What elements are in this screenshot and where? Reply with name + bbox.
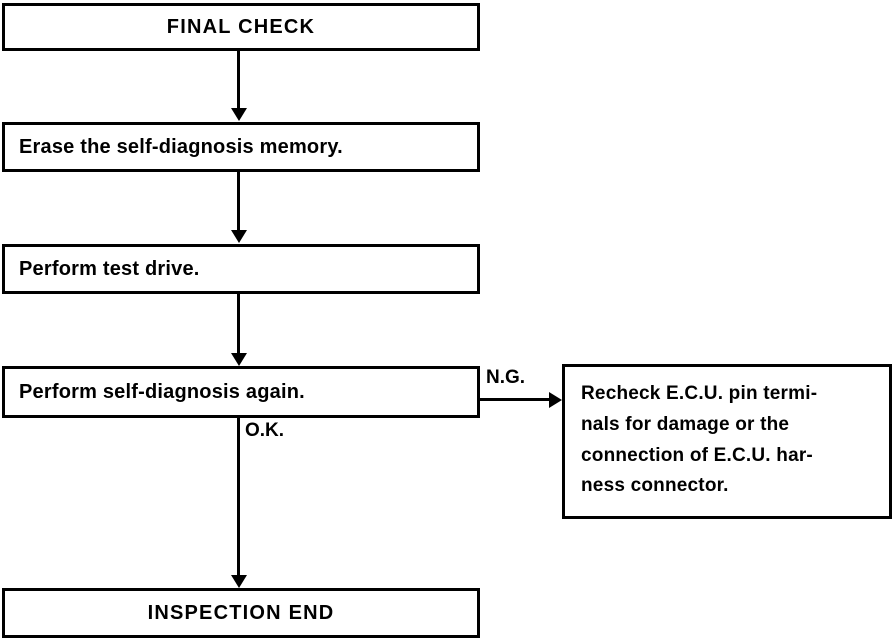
arrow-down-icon [231, 353, 247, 366]
connector-self-diagnosis-to-recheck-ecu [478, 398, 552, 401]
node-erase-memory-label: Erase the self-diagnosis memory. [19, 135, 343, 158]
edge-label-ng: N.G. [486, 367, 526, 388]
node-final-check-label: FINAL CHECK [166, 15, 316, 38]
node-recheck-ecu[interactable]: Recheck E.C.U. pin termi- nals for damag… [562, 364, 892, 519]
node-self-diagnosis-label: Perform self-diagnosis again. [19, 380, 305, 403]
connector-final-check-to-erase-memory [237, 51, 240, 110]
node-final-check[interactable]: FINAL CHECK [2, 3, 480, 51]
node-self-diagnosis[interactable]: Perform self-diagnosis again. [2, 366, 480, 418]
node-test-drive[interactable]: Perform test drive. [2, 244, 480, 294]
edge-label-ok: O.K. [245, 420, 285, 441]
arrow-down-icon [231, 575, 247, 588]
connector-erase-memory-to-test-drive [237, 172, 240, 231]
arrow-right-icon [549, 392, 562, 408]
node-erase-memory[interactable]: Erase the self-diagnosis memory. [2, 122, 480, 172]
connector-self-diagnosis-to-inspection-end [237, 418, 240, 576]
node-recheck-ecu-label: Recheck E.C.U. pin termi- nals for damag… [581, 383, 818, 497]
arrow-down-icon [231, 108, 247, 121]
node-test-drive-label: Perform test drive. [19, 257, 200, 280]
node-inspection-end-label: INSPECTION END [147, 601, 335, 624]
node-inspection-end[interactable]: INSPECTION END [2, 588, 480, 638]
arrow-down-icon [231, 230, 247, 243]
connector-test-drive-to-self-diagnosis [237, 294, 240, 354]
